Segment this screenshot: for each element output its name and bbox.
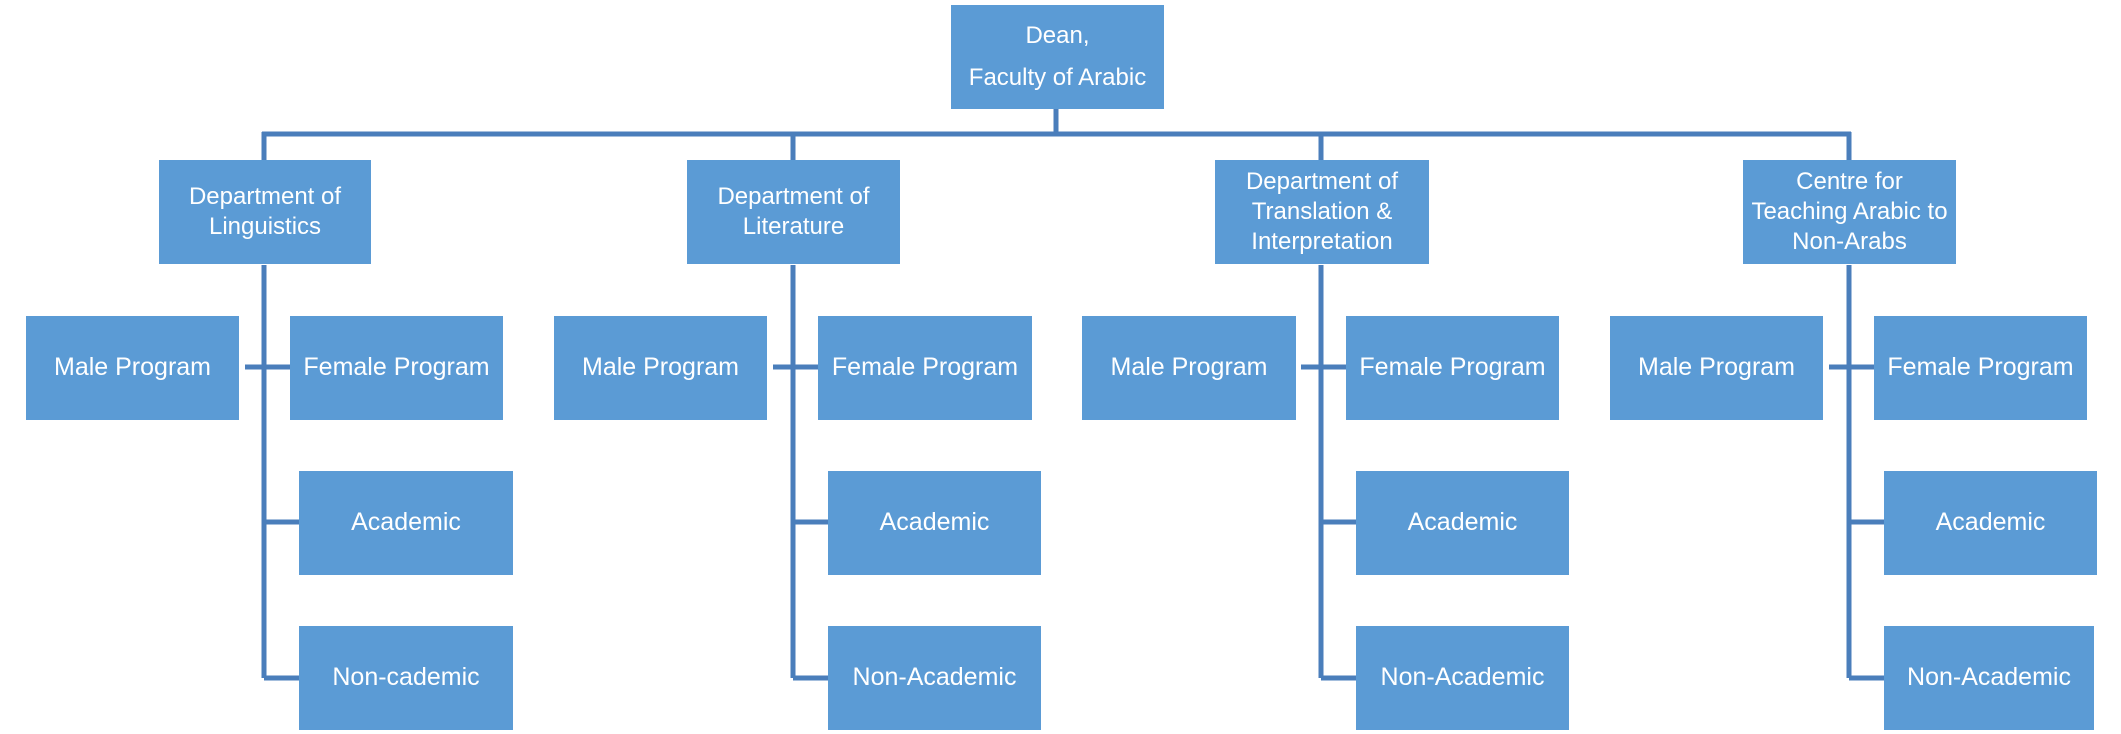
department-box-linguistics: Department of Linguistics xyxy=(159,160,371,264)
academic-box: Academic xyxy=(299,471,513,575)
female-program-box: Female Program xyxy=(1346,316,1559,420)
department-name: Centre for Teaching Arabic to Non-Arabs xyxy=(1751,167,1948,256)
female-program-box: Female Program xyxy=(290,316,503,420)
department-box-translation: Department of Translation & Interpretati… xyxy=(1215,160,1429,264)
academic-box: Academic xyxy=(828,471,1041,575)
unit-label: Academic xyxy=(879,508,990,537)
dean-title: Dean, xyxy=(1025,22,1090,49)
male-program-box: Male Program xyxy=(554,316,767,420)
academic-box: Academic xyxy=(1884,471,2097,575)
unit-label: Non-Academic xyxy=(852,663,1017,692)
female-program-box: Female Program xyxy=(818,316,1032,420)
unit-label: Male Program xyxy=(1110,353,1268,382)
department-name: Department of Translation & Interpretati… xyxy=(1245,167,1399,256)
unit-label: Non-cademic xyxy=(332,663,480,692)
unit-label: Academic xyxy=(1407,508,1518,537)
unit-label: Female Program xyxy=(1359,353,1546,382)
department-box-literature: Department of Literature xyxy=(687,160,900,264)
female-program-box: Female Program xyxy=(1874,316,2087,420)
faculty-name: Faculty of Arabic xyxy=(968,64,1147,91)
unit-label: Female Program xyxy=(1887,353,2074,382)
department-name: Department of Literature xyxy=(717,182,870,240)
male-program-box: Male Program xyxy=(1082,316,1296,420)
unit-label: Female Program xyxy=(831,353,1019,382)
unit-label: Male Program xyxy=(54,353,211,382)
unit-label: Academic xyxy=(351,508,461,537)
department-box-centre: Centre for Teaching Arabic to Non-Arabs xyxy=(1743,160,1956,264)
department-name: Department of Linguistics xyxy=(188,182,342,240)
non-academic-box: Non-Academic xyxy=(828,626,1041,730)
unit-label: Female Program xyxy=(303,353,490,382)
unit-label: Male Program xyxy=(582,353,739,382)
unit-label: Male Program xyxy=(1638,353,1795,382)
academic-box: Academic xyxy=(1356,471,1569,575)
male-program-box: Male Program xyxy=(26,316,239,420)
non-academic-box: Non-Academic xyxy=(1356,626,1569,730)
non-academic-box: Non-Academic xyxy=(1884,626,2094,730)
unit-label: Academic xyxy=(1935,508,2046,537)
non-academic-box: Non-cademic xyxy=(299,626,513,730)
dean-box: Dean, Faculty of Arabic xyxy=(951,5,1164,109)
male-program-box: Male Program xyxy=(1610,316,1823,420)
unit-label: Non-Academic xyxy=(1380,663,1545,692)
unit-label: Non-Academic xyxy=(1907,663,2071,692)
dean-box-text: Dean, Faculty of Arabic xyxy=(969,15,1146,99)
